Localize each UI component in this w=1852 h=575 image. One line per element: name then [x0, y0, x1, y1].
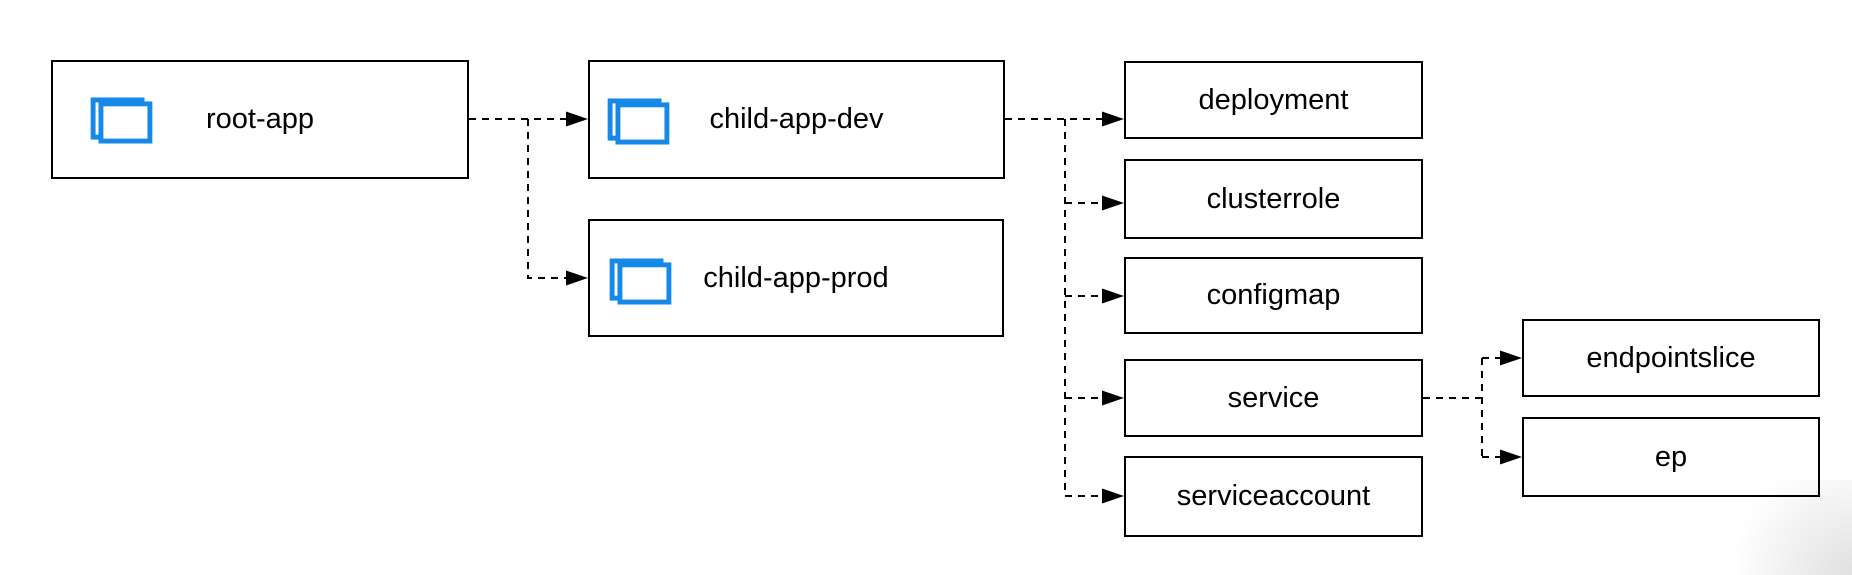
node-configmap[interactable]: configmap: [1124, 257, 1423, 334]
application-icon: [609, 258, 672, 305]
application-icon: [90, 97, 153, 144]
node-service[interactable]: service: [1124, 359, 1423, 437]
arrowhead: [1500, 449, 1522, 465]
node-label: endpointslice: [1586, 341, 1756, 374]
node-label: child-app-prod: [703, 261, 889, 294]
node-label: service: [1227, 381, 1320, 414]
node-label: root-app: [205, 103, 314, 135]
node-clusterrole[interactable]: clusterrole: [1124, 159, 1423, 239]
node-endpointslice[interactable]: endpointslice: [1522, 319, 1820, 397]
node-label: deployment: [1198, 83, 1349, 116]
node-label: configmap: [1206, 279, 1341, 311]
application-icon: [607, 98, 670, 145]
node-label: child-app-dev: [709, 103, 884, 135]
node-deployment[interactable]: deployment: [1124, 61, 1423, 139]
edge-root-to-prod: [527, 119, 568, 279]
node-ep[interactable]: ep: [1522, 417, 1820, 497]
arrowhead: [1500, 350, 1522, 366]
node-label: serviceaccount: [1176, 480, 1371, 512]
node-label: clusterrole: [1206, 182, 1341, 215]
node-child-app-dev[interactable]: child-app-dev: [588, 60, 1005, 179]
arrowhead: [1102, 111, 1124, 127]
arrowhead: [566, 111, 588, 127]
arrowhead: [1102, 195, 1124, 211]
arrowhead: [566, 270, 588, 286]
arrowhead: [1102, 288, 1124, 304]
node-serviceaccount[interactable]: serviceaccount: [1124, 456, 1423, 537]
node-child-app-prod[interactable]: child-app-prod: [588, 219, 1004, 337]
arrowhead: [1102, 488, 1124, 504]
node-root-app[interactable]: root-app: [51, 60, 469, 179]
arrowhead: [1102, 390, 1124, 406]
node-label: ep: [1654, 440, 1688, 473]
